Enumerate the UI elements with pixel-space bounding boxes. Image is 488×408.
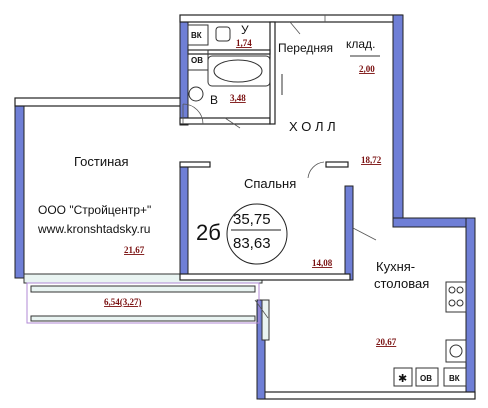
vk-box-bottom (443, 367, 467, 387)
wall-bath-left (179, 14, 189, 126)
fixture-vk-bottom: ВК (449, 374, 460, 383)
stove-burner-icon (456, 299, 464, 307)
stove-burner-icon (448, 286, 456, 294)
wall-toilet-bath (187, 49, 271, 55)
room-kitchen-name-1: Кухня- (376, 259, 415, 274)
wall-bottom (259, 391, 476, 400)
apartment-area-living: 35,75 (233, 211, 271, 228)
vent-box (393, 367, 413, 387)
room-hall-area: 18,72 (361, 155, 382, 165)
apartment-type-label: 2б (196, 220, 221, 245)
balcony-frame (26, 282, 260, 324)
room-kitchen-name-2: столовая (374, 276, 429, 291)
company-name: ООО "Стройцентр+" (38, 203, 151, 217)
ov-box-bottom (415, 367, 439, 387)
room-hall-name: Х О Л Л (289, 119, 336, 134)
room-kitchen-area: 20,67 (376, 337, 397, 347)
balcony-inner (30, 285, 256, 293)
bathtub-icon (207, 55, 271, 87)
wall-kitchen-top (392, 217, 474, 228)
door-entry (289, 15, 326, 35)
room-bath-area: 3,48 (230, 93, 246, 103)
toilet-icon (215, 26, 231, 42)
washbasin-icon (188, 86, 204, 102)
sink-basin-icon (449, 344, 463, 358)
wall-bedroom-top2 (325, 161, 349, 168)
room-toilet-area: 1,74 (236, 38, 252, 48)
apartment-area-total: 83,63 (233, 235, 271, 252)
vent-icon: ✱ (398, 373, 407, 385)
door-hall-kitchen (352, 227, 377, 241)
wall-living-top (14, 97, 184, 107)
bathtub-basin-icon (213, 59, 263, 83)
wall-bedroom-top (179, 161, 211, 168)
door-living (182, 103, 204, 125)
room-storage-area: 2,00 (359, 64, 375, 74)
door-bedroom (307, 161, 325, 179)
fixture-ov-top: ОВ (191, 56, 203, 65)
balcony-bottom (30, 315, 256, 322)
room-bath-name: В (210, 93, 218, 107)
wall-bedroom-left (179, 161, 189, 281)
company-website: www.kronshtadsky.ru (37, 222, 150, 236)
stove-burner-icon (456, 286, 464, 294)
wall-right (392, 14, 404, 226)
wall-bath-bottom (179, 117, 271, 125)
room-bedroom-area: 14,08 (312, 258, 333, 268)
room-living-area: 21,67 (124, 245, 145, 255)
sink-icon (445, 339, 467, 363)
apartment-area-badge (226, 203, 288, 265)
room-living-name: Гостиная (74, 154, 129, 169)
stove-burner-icon (448, 299, 456, 307)
door-bath (224, 117, 241, 129)
room-toilet-name: У (241, 23, 249, 37)
vk-box-top (187, 24, 209, 46)
wall-bedroom-right (344, 185, 354, 281)
wall-kitchen-left (256, 299, 266, 400)
wall-bedroom-bottom (179, 273, 351, 281)
kitchen-window (261, 299, 270, 341)
wall-kitchen-right (465, 217, 476, 399)
room-balcony-area: 6,54(3,27) (104, 297, 142, 307)
wall-top (179, 14, 403, 23)
wall-bath-right (269, 21, 276, 125)
room-storage-name: клад. (346, 37, 375, 51)
room-bedroom-name: Спальня (244, 176, 296, 191)
balcony-door-arc (254, 299, 269, 319)
fixture-ov-bottom: ОВ (420, 374, 432, 383)
fixture-vk-top: ВК (191, 31, 202, 40)
room-entry-name: Передняя (278, 41, 333, 55)
wall-left (14, 97, 25, 279)
stove-icon (445, 281, 467, 313)
